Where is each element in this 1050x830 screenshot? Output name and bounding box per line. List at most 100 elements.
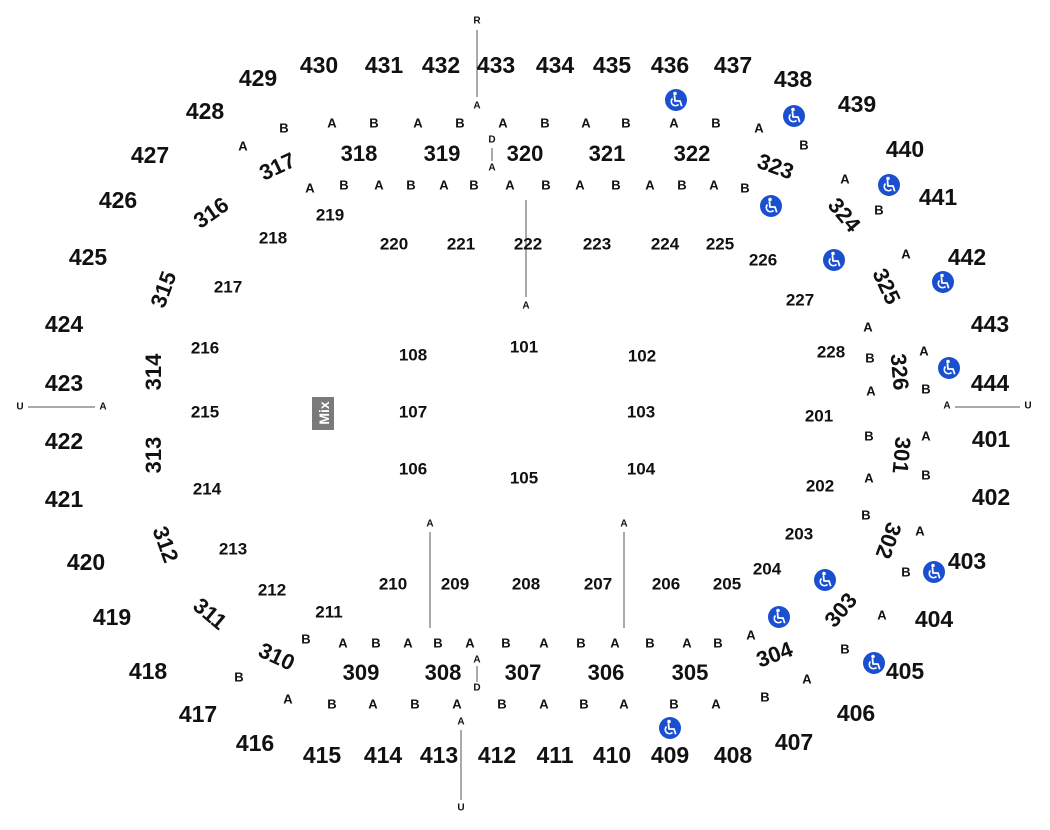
section-217[interactable]: 217 (214, 277, 242, 296)
section-416[interactable]: 416 (236, 730, 274, 756)
section-420[interactable]: 420 (67, 549, 105, 575)
section-101[interactable]: 101 (510, 337, 538, 356)
section-315[interactable]: 315 (145, 268, 181, 311)
section-103[interactable]: 103 (627, 402, 655, 421)
section-207[interactable]: 207 (584, 574, 612, 593)
section-220[interactable]: 220 (380, 234, 408, 253)
section-324[interactable]: 324 (823, 193, 866, 238)
section-309[interactable]: 309 (343, 660, 380, 685)
section-106[interactable]: 106 (399, 459, 427, 478)
section-205[interactable]: 205 (713, 574, 741, 593)
section-401[interactable]: 401 (972, 426, 1011, 452)
section-221[interactable]: 221 (447, 234, 475, 253)
section-311[interactable]: 311 (188, 593, 231, 635)
section-224[interactable]: 224 (651, 234, 680, 253)
section-431[interactable]: 431 (365, 52, 404, 78)
section-213[interactable]: 213 (219, 539, 247, 558)
section-436[interactable]: 436 (651, 52, 689, 78)
section-219[interactable]: 219 (316, 205, 344, 224)
section-214[interactable]: 214 (193, 479, 222, 498)
section-209[interactable]: 209 (441, 574, 469, 593)
section-437[interactable]: 437 (714, 52, 752, 78)
section-325[interactable]: 325 (867, 264, 905, 308)
section-313[interactable]: 313 (141, 437, 166, 474)
section-227[interactable]: 227 (786, 290, 814, 309)
section-206[interactable]: 206 (652, 574, 680, 593)
section-202[interactable]: 202 (806, 476, 834, 495)
section-443[interactable]: 443 (971, 311, 1009, 337)
section-409[interactable]: 409 (651, 742, 689, 768)
section-321[interactable]: 321 (589, 141, 626, 166)
section-440[interactable]: 440 (886, 136, 924, 162)
section-427[interactable]: 427 (131, 142, 169, 168)
section-105[interactable]: 105 (510, 468, 538, 487)
section-211[interactable]: 211 (315, 602, 342, 621)
section-435[interactable]: 435 (593, 52, 632, 78)
section-304[interactable]: 304 (753, 636, 797, 672)
section-429[interactable]: 429 (239, 65, 277, 91)
section-421[interactable]: 421 (45, 486, 84, 512)
section-203[interactable]: 203 (785, 524, 813, 543)
section-410[interactable]: 410 (593, 742, 631, 768)
section-305[interactable]: 305 (672, 660, 709, 685)
section-201[interactable]: 201 (805, 406, 833, 425)
section-225[interactable]: 225 (706, 234, 734, 253)
section-222[interactable]: 222 (514, 234, 542, 253)
section-424[interactable]: 424 (45, 311, 84, 337)
section-403[interactable]: 403 (948, 548, 986, 574)
section-326[interactable]: 326 (886, 352, 914, 391)
section-432[interactable]: 432 (422, 52, 460, 78)
section-417[interactable]: 417 (179, 701, 217, 727)
section-414[interactable]: 414 (364, 742, 403, 768)
section-423[interactable]: 423 (45, 370, 83, 396)
section-438[interactable]: 438 (774, 66, 813, 92)
section-308[interactable]: 308 (425, 660, 462, 685)
section-434[interactable]: 434 (536, 52, 575, 78)
section-412[interactable]: 412 (478, 742, 516, 768)
section-204[interactable]: 204 (753, 559, 782, 578)
section-444[interactable]: 444 (971, 370, 1010, 396)
section-422[interactable]: 422 (45, 428, 83, 454)
section-441[interactable]: 441 (919, 184, 958, 210)
section-302[interactable]: 302 (871, 519, 907, 562)
section-430[interactable]: 430 (300, 52, 338, 78)
section-228[interactable]: 228 (817, 342, 845, 361)
section-418[interactable]: 418 (129, 658, 168, 684)
section-426[interactable]: 426 (99, 187, 137, 213)
section-411[interactable]: 411 (536, 742, 573, 768)
section-402[interactable]: 402 (972, 484, 1010, 510)
section-301[interactable]: 301 (888, 436, 916, 475)
section-442[interactable]: 442 (948, 244, 986, 270)
section-218[interactable]: 218 (259, 228, 287, 247)
section-216[interactable]: 216 (191, 338, 219, 357)
section-408[interactable]: 408 (714, 742, 753, 768)
section-425[interactable]: 425 (69, 244, 108, 270)
section-314[interactable]: 314 (141, 353, 166, 390)
section-215[interactable]: 215 (191, 402, 219, 421)
section-317[interactable]: 317 (255, 147, 299, 185)
section-212[interactable]: 212 (258, 580, 286, 599)
section-323[interactable]: 323 (754, 148, 797, 184)
section-322[interactable]: 322 (674, 141, 711, 166)
section-318[interactable]: 318 (341, 141, 378, 166)
section-210[interactable]: 210 (379, 574, 407, 593)
section-407[interactable]: 407 (775, 729, 813, 755)
section-439[interactable]: 439 (838, 91, 876, 117)
section-406[interactable]: 406 (837, 700, 875, 726)
section-413[interactable]: 413 (420, 742, 458, 768)
section-102[interactable]: 102 (628, 346, 656, 365)
section-307[interactable]: 307 (505, 660, 542, 685)
section-107[interactable]: 107 (399, 402, 427, 421)
section-419[interactable]: 419 (93, 604, 131, 630)
section-226[interactable]: 226 (749, 250, 777, 269)
section-415[interactable]: 415 (303, 742, 342, 768)
section-306[interactable]: 306 (588, 660, 625, 685)
section-303[interactable]: 303 (819, 588, 862, 632)
section-319[interactable]: 319 (424, 141, 461, 166)
section-310[interactable]: 310 (255, 637, 299, 675)
section-104[interactable]: 104 (627, 459, 656, 478)
section-108[interactable]: 108 (399, 345, 427, 364)
section-316[interactable]: 316 (189, 192, 233, 234)
section-312[interactable]: 312 (148, 523, 184, 566)
section-320[interactable]: 320 (507, 141, 544, 166)
